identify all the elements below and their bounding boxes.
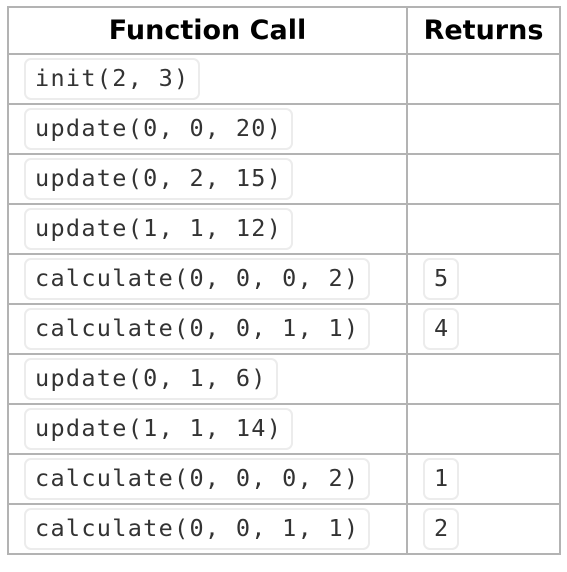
function-call-code: calculate(0, 0, 1, 1) — [24, 308, 371, 350]
returns-cell: 5 — [406, 253, 561, 305]
function-call-code: init(2, 3) — [24, 58, 201, 100]
return-value-code: 4 — [423, 308, 460, 350]
table-row: calculate(0, 0, 0, 2) 1 — [7, 453, 561, 505]
function-call-cell: calculate(0, 0, 1, 1) — [7, 303, 408, 355]
function-call-code: update(0, 2, 15) — [24, 158, 294, 200]
table-row: update(0, 0, 20) — [7, 103, 561, 155]
function-call-table: Function Call Returns init(2, 3) update(0… — [7, 6, 561, 555]
function-call-header: Function Call — [7, 6, 408, 55]
function-call-cell: init(2, 3) — [7, 53, 408, 105]
function-call-cell: calculate(0, 0, 0, 2) — [7, 253, 408, 305]
returns-cell: 2 — [406, 503, 561, 555]
returns-cell — [406, 103, 561, 155]
returns-cell — [406, 353, 561, 405]
table-row: calculate(0, 0, 1, 1) 2 — [7, 503, 561, 555]
function-call-cell: calculate(0, 0, 0, 2) — [7, 453, 408, 505]
function-call-code: update(0, 0, 20) — [24, 108, 294, 150]
table-row: init(2, 3) — [7, 53, 561, 105]
table-row: update(0, 2, 15) — [7, 153, 561, 205]
table-header-row: Function Call Returns — [7, 6, 561, 55]
returns-cell — [406, 53, 561, 105]
table-row: calculate(0, 0, 1, 1) 4 — [7, 303, 561, 355]
returns-cell — [406, 203, 561, 255]
function-call-code: calculate(0, 0, 0, 2) — [24, 258, 371, 300]
function-call-code: update(0, 1, 6) — [24, 358, 278, 400]
returns-cell — [406, 153, 561, 205]
table-row: update(1, 1, 12) — [7, 203, 561, 255]
function-call-code: update(1, 1, 14) — [24, 408, 294, 450]
function-call-cell: update(0, 0, 20) — [7, 103, 408, 155]
returns-header: Returns — [406, 6, 561, 55]
function-call-code: update(1, 1, 12) — [24, 208, 294, 250]
returns-cell: 1 — [406, 453, 561, 505]
function-call-cell: update(1, 1, 12) — [7, 203, 408, 255]
function-call-cell: update(0, 2, 15) — [7, 153, 408, 205]
function-call-cell: calculate(0, 0, 1, 1) — [7, 503, 408, 555]
return-value-code: 1 — [423, 458, 460, 500]
function-call-cell: update(1, 1, 14) — [7, 403, 408, 455]
returns-cell: 4 — [406, 303, 561, 355]
function-call-code: calculate(0, 0, 1, 1) — [24, 508, 371, 550]
table-row: update(1, 1, 14) — [7, 403, 561, 455]
return-value-code: 5 — [423, 258, 460, 300]
function-call-cell: update(0, 1, 6) — [7, 353, 408, 405]
returns-cell — [406, 403, 561, 455]
table-row: calculate(0, 0, 0, 2) 5 — [7, 253, 561, 305]
function-call-code: calculate(0, 0, 0, 2) — [24, 458, 371, 500]
return-value-code: 2 — [423, 508, 460, 550]
table-row: update(0, 1, 6) — [7, 353, 561, 405]
